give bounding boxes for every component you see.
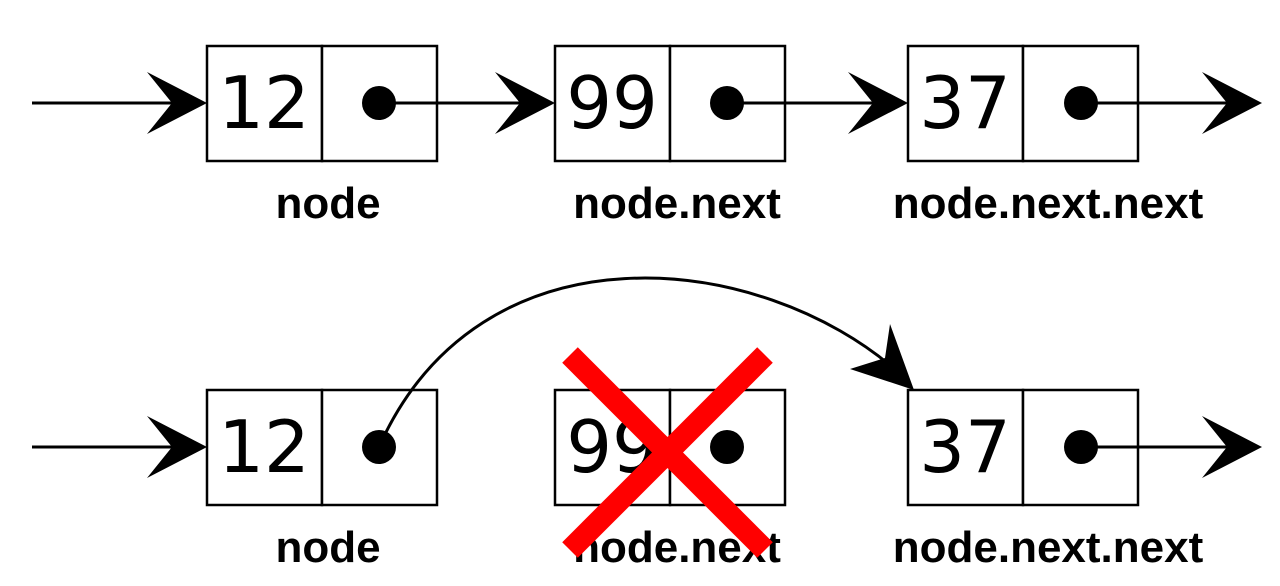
before-node-37: 37 [906, 44, 1140, 163]
arrow-12-to-99 [379, 72, 555, 134]
node-label: node.next.next [893, 523, 1204, 572]
bypass-arrow-12-to-37 [377, 276, 914, 448]
before-incoming-arrow [32, 72, 207, 134]
node-value: 12 [218, 405, 310, 489]
arrow-99-to-37 [727, 72, 908, 134]
after-outgoing-arrow [1081, 416, 1262, 478]
node-label: node.next.next [893, 179, 1204, 228]
before-node-12: 12 [205, 44, 439, 163]
after-row: 12 node 99 node.next 37 node.next.next [32, 276, 1262, 572]
before-outgoing-arrow [1081, 72, 1262, 134]
node-label: node [275, 523, 380, 572]
after-incoming-arrow [32, 416, 207, 478]
node-value: 12 [218, 61, 310, 145]
before-row: 12 node 99 node.next 37 node.n [32, 44, 1262, 228]
after-node-12: 12 [205, 388, 439, 507]
node-label: node [275, 179, 380, 228]
node-value: 99 [566, 61, 658, 145]
node-label: node.next [573, 179, 781, 228]
pointer-dot [710, 430, 744, 464]
node-value: 37 [919, 405, 1011, 489]
removed-cross-mark [562, 347, 773, 558]
node-value: 37 [919, 61, 1011, 145]
